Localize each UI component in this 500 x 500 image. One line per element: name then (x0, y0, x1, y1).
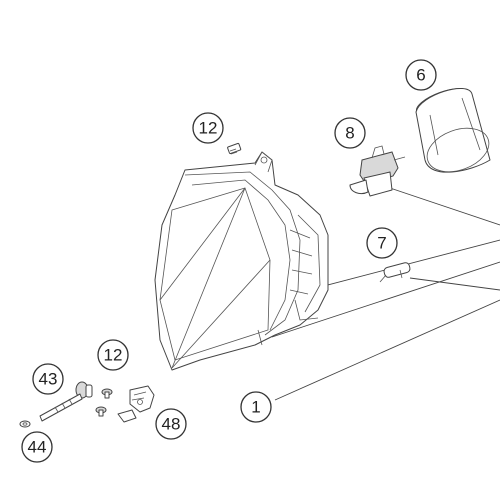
leader-line-1c (274, 299, 500, 401)
main-bulb (349, 145, 406, 197)
callout-parking-bulb: 7 (366, 227, 398, 259)
callout-bracket: 48 (155, 408, 187, 440)
callout-label-parking-bulb: 7 (377, 234, 386, 253)
headlight-housing (154, 151, 329, 371)
washer (19, 420, 31, 428)
callout-washer: 44 (21, 431, 53, 463)
callout-lamp-ring: 6 (405, 59, 437, 91)
callout-label-bracket: 48 (162, 415, 181, 434)
leader-line-1b (271, 261, 500, 338)
callout-label-bolt: 43 (39, 370, 58, 389)
bolt (39, 381, 93, 422)
leader-line-6 (389, 187, 500, 226)
leader-line-7 (409, 277, 500, 291)
callout-bolt: 43 (32, 363, 64, 395)
callout-screw-top: 12 (192, 112, 224, 144)
callout-headlight: 1 (240, 391, 272, 423)
callout-label-screw-top: 12 (199, 119, 218, 138)
screw-top (227, 142, 242, 155)
callout-label-lamp-ring: 6 (416, 66, 425, 85)
callout-label-headlight: 1 (251, 398, 260, 417)
screws-bottom (95, 388, 113, 417)
callout-screw-bottom: 12 (97, 339, 129, 371)
callout-label-screw-bottom: 12 (104, 346, 123, 365)
callout-main-bulb: 8 (334, 117, 366, 149)
callout-label-washer: 44 (28, 438, 47, 457)
callout-label-main-bulb: 8 (345, 124, 354, 143)
parking-bulb (379, 262, 411, 283)
bracket (117, 385, 155, 423)
lamp-ring (415, 88, 491, 173)
